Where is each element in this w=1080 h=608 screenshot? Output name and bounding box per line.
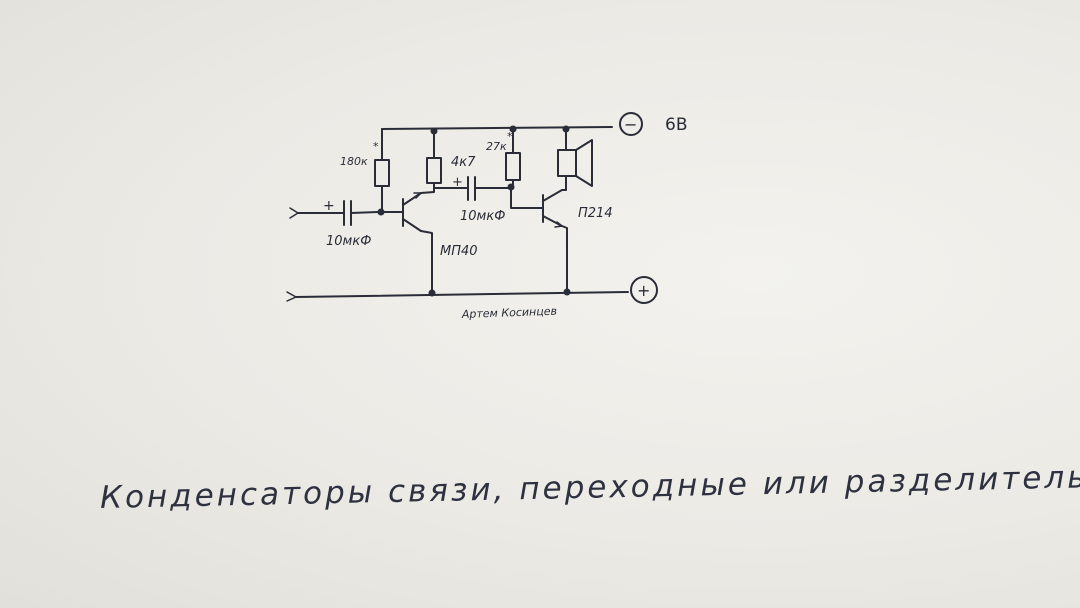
- t2-emitter-wire: [561, 225, 568, 293]
- supply-rail: [381, 126, 613, 130]
- t2-label: П214: [578, 206, 613, 221]
- r3-label: 27к: [486, 140, 507, 153]
- minus-terminal: [619, 112, 643, 136]
- resistor-r1: [374, 128, 390, 213]
- t1-label: МП40: [440, 244, 478, 259]
- plus-terminal-label: +: [637, 281, 650, 300]
- c1-label: 10мкФ: [326, 234, 371, 249]
- capacitor-c2: [433, 176, 511, 201]
- r2-label: 4к7: [451, 155, 476, 170]
- transistor-t2: [510, 186, 563, 227]
- supply-voltage-label: 6В: [665, 115, 687, 135]
- plus-terminal: [630, 276, 658, 304]
- resistor-r2: [420, 130, 442, 194]
- r1-label: 180к: [340, 155, 368, 168]
- input-signal-arrow: [289, 207, 299, 219]
- c2-polarity-label: +: [452, 175, 463, 190]
- c2-label: 10мкФ: [460, 209, 505, 224]
- minus-terminal-label: −: [624, 115, 637, 134]
- input-ground-arrow: [286, 291, 297, 302]
- input-polarity-label: +: [323, 198, 335, 214]
- speaker: [557, 128, 593, 191]
- r1-mark: *: [373, 140, 379, 153]
- transistor-t1: [380, 192, 422, 232]
- capacitor-c1: [343, 200, 352, 226]
- ground-rail: [295, 291, 629, 298]
- t1-emitter-wire: [420, 230, 433, 294]
- r3-mark: *: [507, 130, 513, 143]
- author-signature: Артем Косинцев: [461, 305, 558, 321]
